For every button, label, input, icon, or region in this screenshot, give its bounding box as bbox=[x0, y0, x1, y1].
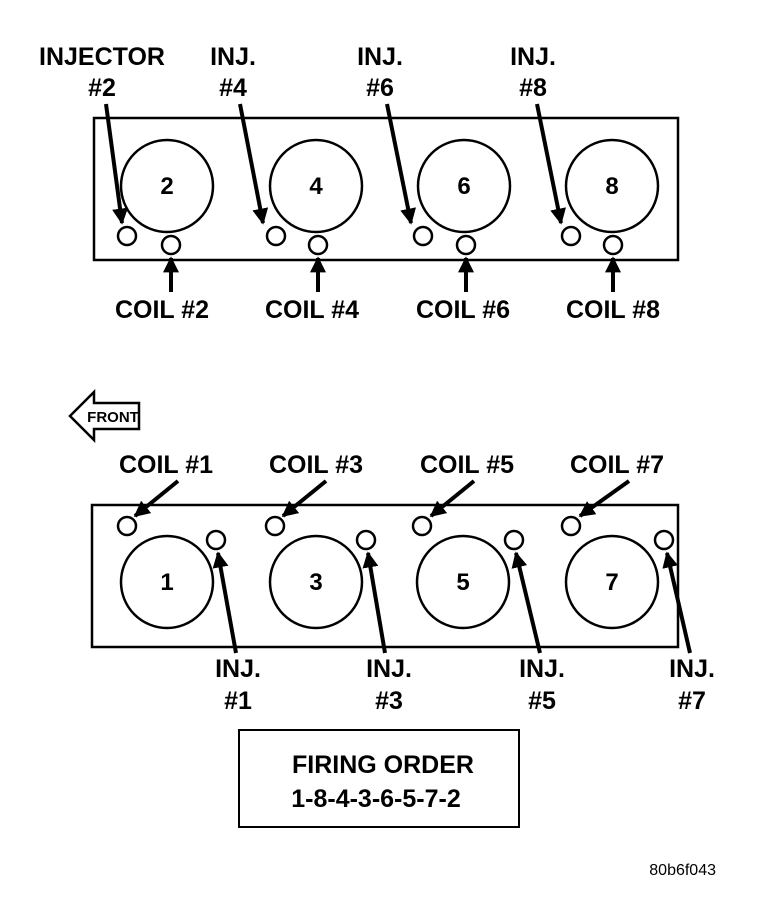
cylinder-number: 3 bbox=[309, 569, 322, 596]
cylinder-number: 6 bbox=[457, 173, 470, 200]
cylinder-number: 1 bbox=[160, 569, 173, 596]
injector-port-3 bbox=[355, 529, 377, 551]
svg-text:INJECTOR: INJECTOR bbox=[39, 43, 165, 71]
top-cylinder-8: 8 bbox=[564, 138, 660, 234]
injector-arrow-1 bbox=[212, 551, 238, 654]
cylinder-number: 5 bbox=[456, 569, 469, 596]
injector-label-1: INJ. #1 bbox=[215, 655, 261, 715]
bottom-cylinder-3: 3 bbox=[268, 534, 364, 630]
injector-arrow-6 bbox=[385, 103, 416, 225]
injector-port-4 bbox=[265, 225, 287, 247]
coil-label-8: COIL #8 bbox=[566, 296, 660, 324]
firing-order-sequence: 1-8-4-3-6-5-7-2 bbox=[291, 785, 461, 813]
coil-arrow-7 bbox=[578, 479, 631, 518]
injector-label-6: INJ. #6 bbox=[357, 43, 403, 102]
coil-port-6 bbox=[455, 234, 477, 256]
coil-port-5 bbox=[411, 515, 433, 537]
coil-port-3 bbox=[264, 515, 286, 537]
coil-arrow-3 bbox=[281, 479, 328, 518]
svg-text:#8: #8 bbox=[519, 74, 547, 102]
injector-arrow-4 bbox=[238, 103, 269, 225]
firing-order-title: FIRING ORDER bbox=[292, 751, 474, 779]
svg-text:INJ.: INJ. bbox=[366, 655, 412, 683]
svg-text:INJ.: INJ. bbox=[510, 43, 556, 71]
svg-text:#1: #1 bbox=[224, 687, 252, 715]
injector-port-6 bbox=[412, 225, 434, 247]
bottom-cylinder-7: 7 bbox=[564, 534, 660, 630]
svg-text:INJ.: INJ. bbox=[210, 43, 256, 71]
injector-label-3: INJ. #3 bbox=[366, 655, 412, 715]
injector-label-8: INJ. #8 bbox=[510, 43, 556, 102]
top-cylinder-2: 2 bbox=[119, 138, 215, 234]
coil-arrow-5 bbox=[429, 479, 476, 518]
front-arrow-icon: FRONT bbox=[68, 388, 141, 444]
injector-arrow-2 bbox=[104, 103, 129, 225]
injector-port-7 bbox=[653, 529, 675, 551]
coil-port-2 bbox=[160, 234, 182, 256]
front-label: FRONT bbox=[87, 409, 139, 426]
coil-label-6: COIL #6 bbox=[416, 296, 510, 324]
cylinder-number: 4 bbox=[309, 173, 323, 200]
firing-order-box bbox=[238, 729, 520, 828]
top-cylinder-6: 6 bbox=[416, 138, 512, 234]
coil-label-7: COIL #7 bbox=[570, 451, 664, 479]
injector-label-7: INJ. #7 bbox=[669, 655, 715, 715]
injector-port-5 bbox=[503, 529, 525, 551]
injector-arrow-5 bbox=[511, 551, 542, 654]
coil-arrow-1 bbox=[133, 479, 180, 518]
coil-label-5: COIL #5 bbox=[420, 451, 514, 479]
svg-text:#7: #7 bbox=[678, 687, 706, 715]
coil-port-1 bbox=[116, 515, 138, 537]
svg-text:#3: #3 bbox=[375, 687, 403, 715]
injector-label-5: INJ. #5 bbox=[519, 655, 565, 715]
svg-text:#4: #4 bbox=[219, 74, 247, 102]
injector-arrow-7 bbox=[662, 551, 692, 654]
cylinder-number: 7 bbox=[605, 569, 618, 596]
injector-label-2: INJECTOR #2 bbox=[39, 43, 165, 102]
injector-arrow-8 bbox=[535, 103, 566, 225]
svg-text:#2: #2 bbox=[88, 74, 116, 102]
coil-label-3: COIL #3 bbox=[269, 451, 363, 479]
svg-text:INJ.: INJ. bbox=[357, 43, 403, 71]
coil-label-2: COIL #2 bbox=[115, 296, 209, 324]
injector-arrow-3 bbox=[362, 551, 387, 654]
coil-port-7 bbox=[560, 515, 582, 537]
injector-port-1 bbox=[205, 529, 227, 551]
svg-text:#6: #6 bbox=[366, 74, 394, 102]
coil-label-4: COIL #4 bbox=[265, 296, 359, 324]
svg-text:INJ.: INJ. bbox=[215, 655, 261, 683]
coil-label-1: COIL #1 bbox=[119, 451, 213, 479]
top-cylinder-4: 4 bbox=[268, 138, 364, 234]
injector-port-2 bbox=[116, 225, 138, 247]
svg-text:INJ.: INJ. bbox=[669, 655, 715, 683]
injector-label-4: INJ. #4 bbox=[210, 43, 256, 102]
bottom-cylinder-1: 1 bbox=[119, 534, 215, 630]
injector-port-8 bbox=[560, 225, 582, 247]
coil-port-8 bbox=[602, 234, 624, 256]
figure-code: 80b6f043 bbox=[649, 862, 716, 879]
cylinder-number: 2 bbox=[160, 173, 173, 200]
svg-text:#5: #5 bbox=[528, 687, 556, 715]
coil-port-4 bbox=[307, 234, 329, 256]
svg-text:INJ.: INJ. bbox=[519, 655, 565, 683]
bottom-cylinder-5: 5 bbox=[415, 534, 511, 630]
cylinder-number: 8 bbox=[605, 173, 618, 200]
